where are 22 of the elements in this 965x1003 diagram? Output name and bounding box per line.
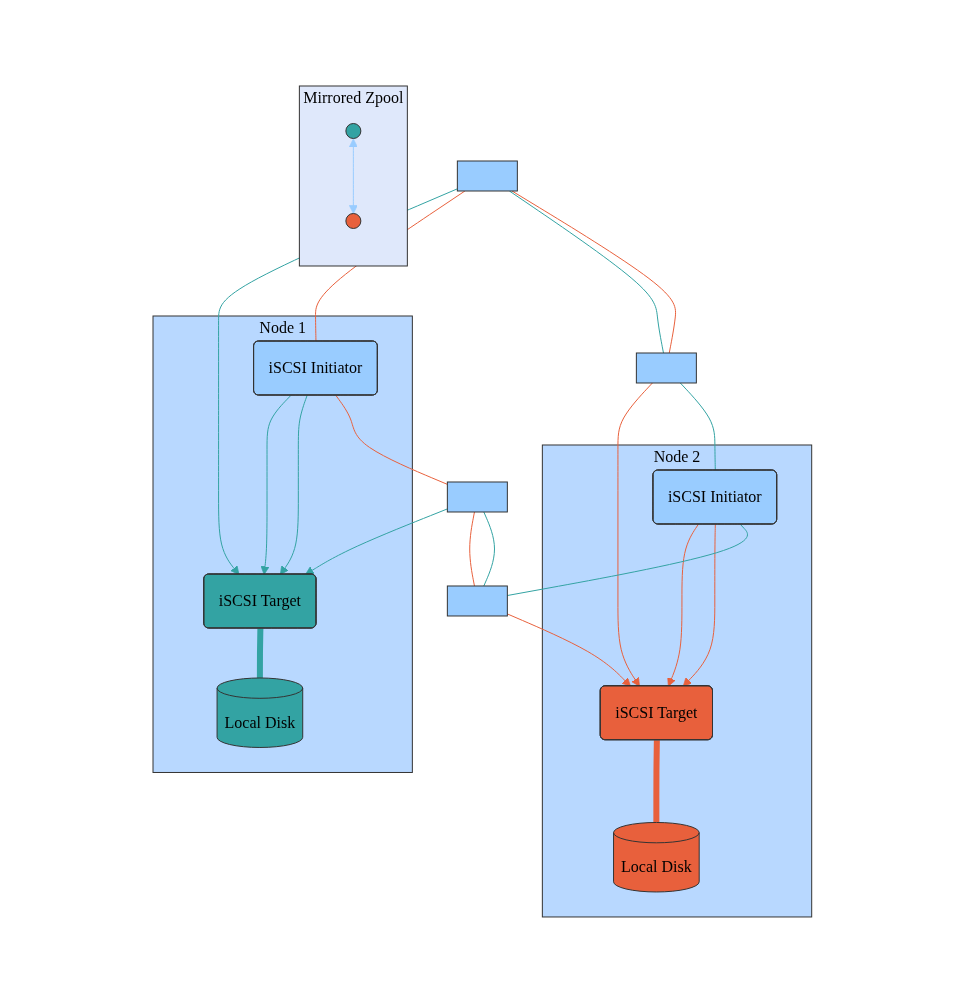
arrow — [617, 382, 654, 687]
connector — [680, 382, 716, 471]
arrow — [260, 395, 292, 575]
cluster: Mirrored Zpool — [299, 85, 408, 267]
arrow — [667, 524, 699, 687]
connector — [335, 395, 448, 485]
arrow — [507, 613, 631, 687]
node-box — [457, 160, 518, 192]
node-box — [447, 585, 508, 617]
connector — [653, 740, 660, 823]
arrow — [349, 138, 358, 214]
node-circle — [345, 213, 362, 229]
arrow — [280, 395, 308, 575]
connector — [469, 511, 476, 587]
node-box — [636, 352, 697, 384]
arrow — [683, 524, 716, 687]
arrow — [305, 508, 448, 575]
connector — [483, 511, 496, 587]
node-box — [447, 481, 508, 513]
connector — [257, 628, 264, 678]
node-circle — [345, 123, 362, 139]
connector — [507, 524, 749, 597]
